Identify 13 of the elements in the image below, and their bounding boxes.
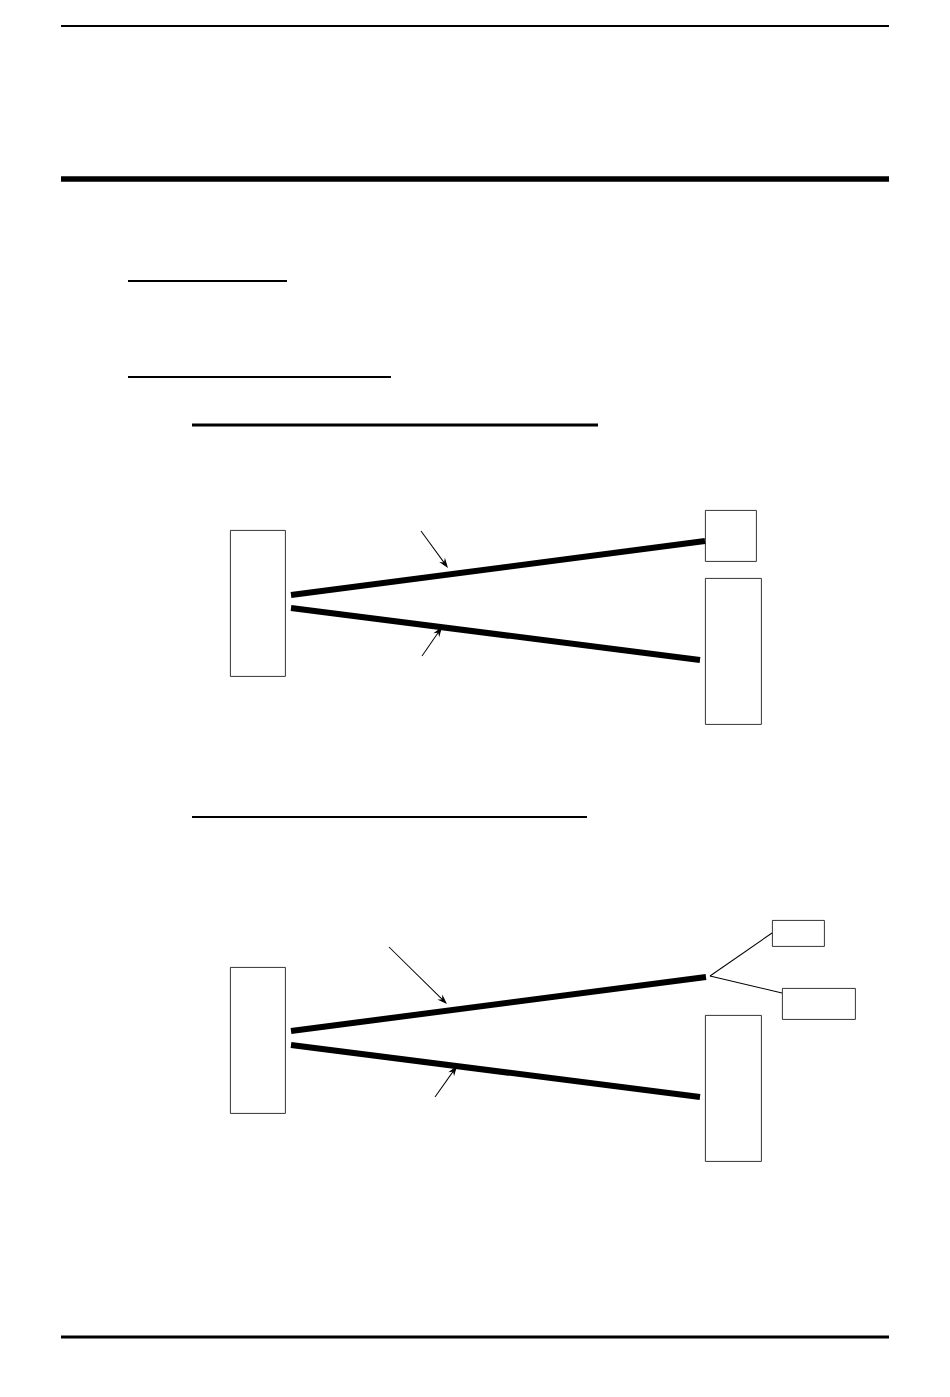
cable-line — [290, 1042, 701, 1100]
connector-line — [709, 975, 783, 994]
box — [705, 510, 757, 562]
box — [772, 920, 825, 947]
box — [230, 530, 286, 677]
box — [705, 1015, 762, 1162]
cable-line — [290, 605, 701, 663]
box — [782, 988, 856, 1020]
box — [705, 578, 762, 725]
connector-line — [709, 932, 773, 977]
box — [230, 967, 286, 1114]
cable-line — [290, 538, 706, 598]
cable-line — [290, 974, 707, 1034]
